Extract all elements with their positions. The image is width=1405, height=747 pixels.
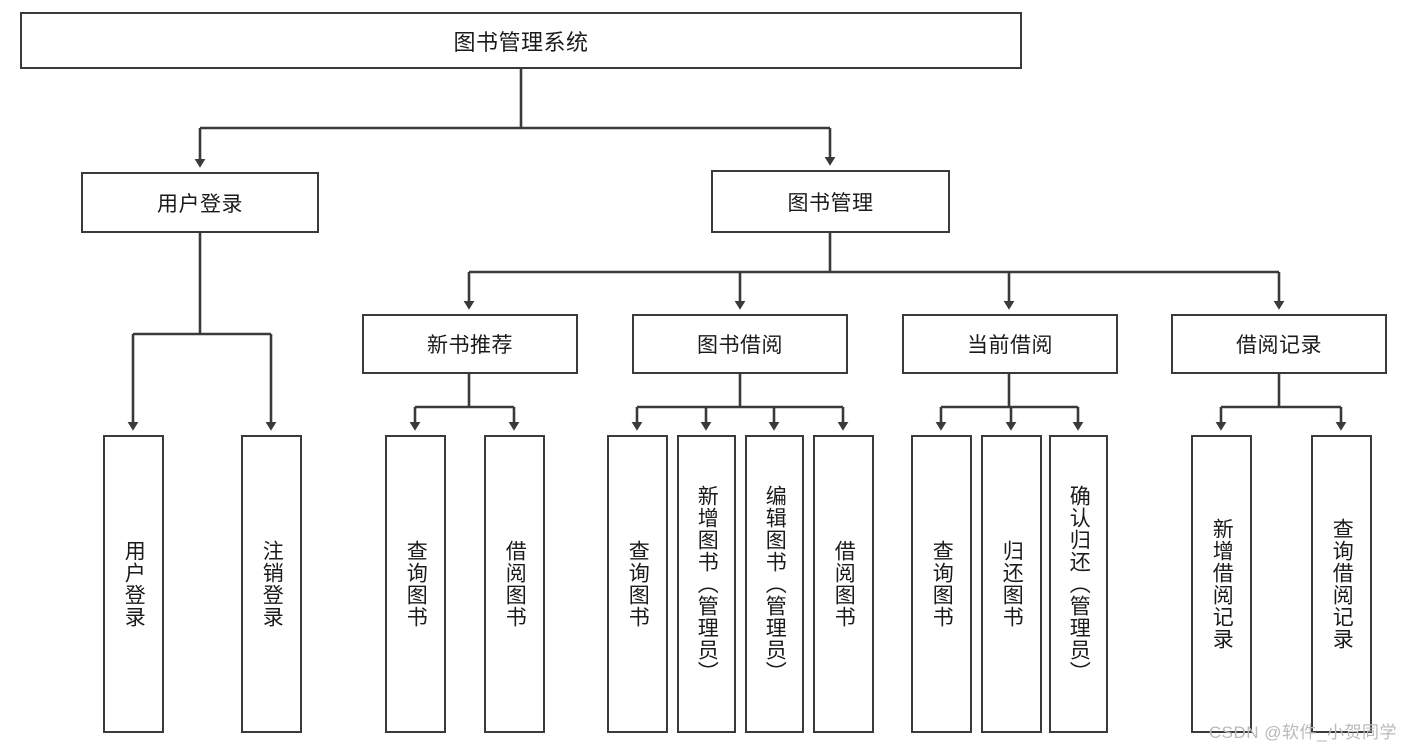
node-leaf-logout-login-label: 注销登录 (260, 540, 284, 628)
node-book-borrow-label: 图书借阅 (697, 334, 783, 357)
node-leaf-confirm-return-admin[interactable]: 确认归还（管理员） (1049, 435, 1108, 733)
node-leaf-return-book[interactable]: 归还图书 (981, 435, 1042, 733)
node-leaf-confirm-return-admin-label: 确认归还（管理员） (1067, 485, 1091, 683)
node-borrow-record[interactable]: 借阅记录 (1171, 314, 1387, 374)
node-leaf-edit-book-admin[interactable]: 编辑图书（管理员） (745, 435, 804, 733)
node-leaf-query-book-3[interactable]: 查询图书 (911, 435, 972, 733)
node-leaf-borrow-book-1-label: 借阅图书 (503, 540, 527, 628)
node-borrow-record-label: 借阅记录 (1236, 334, 1322, 357)
node-book-manage[interactable]: 图书管理 (711, 170, 950, 233)
node-leaf-query-book-1[interactable]: 查询图书 (385, 435, 446, 733)
node-leaf-logout-login[interactable]: 注销登录 (241, 435, 302, 733)
node-current-borrow[interactable]: 当前借阅 (902, 314, 1118, 374)
node-book-manage-label: 图书管理 (787, 191, 874, 215)
node-user-login-label: 用户登录 (157, 192, 243, 216)
node-leaf-return-book-label: 归还图书 (1000, 540, 1024, 628)
node-leaf-query-book-2-label: 查询图书 (626, 540, 650, 628)
node-leaf-add-borrow-record[interactable]: 新增借阅记录 (1191, 435, 1252, 733)
node-leaf-user-login[interactable]: 用户登录 (103, 435, 164, 733)
node-leaf-borrow-book-2-label: 借阅图书 (832, 540, 856, 628)
watermark: CSDN @软件_小贺同学 (1208, 723, 1397, 742)
node-leaf-add-book-admin[interactable]: 新增图书（管理员） (677, 435, 736, 733)
node-leaf-query-book-3-label: 查询图书 (930, 540, 954, 628)
node-book-borrow[interactable]: 图书借阅 (632, 314, 848, 374)
node-leaf-user-login-label: 用户登录 (122, 540, 146, 628)
node-leaf-add-borrow-record-label: 新增借阅记录 (1210, 518, 1234, 650)
node-leaf-add-book-admin-label: 新增图书（管理员） (695, 485, 719, 683)
node-leaf-query-borrow-record-label: 查询借阅记录 (1330, 518, 1354, 650)
node-leaf-edit-book-admin-label: 编辑图书（管理员） (763, 485, 787, 683)
node-new-book-recommend[interactable]: 新书推荐 (362, 314, 578, 374)
node-new-book-recommend-label: 新书推荐 (427, 334, 513, 357)
node-root[interactable]: 图书管理系统 (20, 12, 1022, 69)
node-leaf-borrow-book-2[interactable]: 借阅图书 (813, 435, 874, 733)
node-user-login[interactable]: 用户登录 (81, 172, 319, 233)
node-current-borrow-label: 当前借阅 (967, 334, 1053, 357)
node-leaf-borrow-book-1[interactable]: 借阅图书 (484, 435, 545, 733)
node-root-label: 图书管理系统 (453, 29, 589, 55)
node-leaf-query-book-2[interactable]: 查询图书 (607, 435, 668, 733)
node-leaf-query-borrow-record[interactable]: 查询借阅记录 (1311, 435, 1372, 733)
node-leaf-query-book-1-label: 查询图书 (404, 540, 428, 628)
